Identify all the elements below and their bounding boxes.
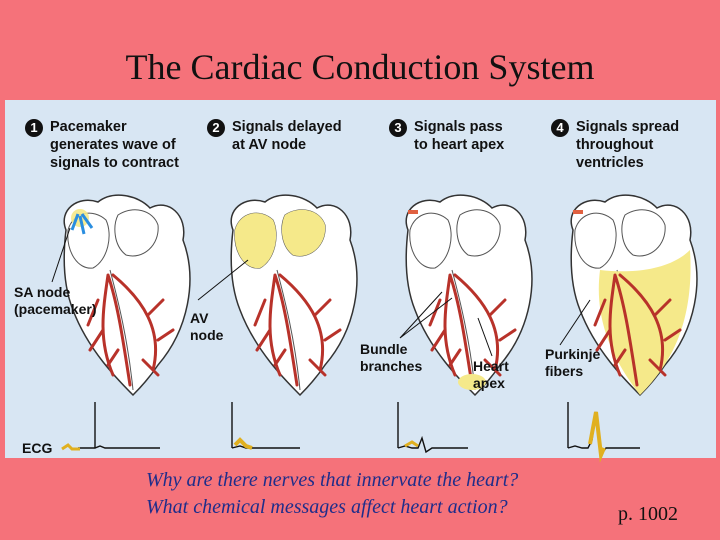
label-av-node: AV node	[190, 310, 224, 343]
heart-step-1	[63, 194, 191, 396]
ecg-traces	[78, 402, 640, 457]
step-3-number: 3	[389, 119, 407, 137]
label-sa-node: SA node (pacemaker)	[14, 284, 97, 317]
heart-step-3	[405, 194, 533, 396]
ecg-highlight-1	[61, 443, 80, 451]
step-2-number: 2	[207, 119, 225, 137]
step-1-number: 1	[25, 119, 43, 137]
label-ecg: ECG	[22, 440, 53, 456]
ecg-highlight-3	[404, 440, 419, 448]
step-1-text: Pacemaker generates wave of signals to c…	[50, 119, 179, 171]
step-3-text: Signals pass to heart apex	[414, 119, 505, 153]
ecg-highlight-4	[588, 411, 606, 463]
page-reference: p. 1002	[618, 503, 678, 525]
label-purkinje-fibers: Purkinje fibers	[545, 346, 601, 379]
question-1: Why are there nerves that innervate the …	[146, 469, 519, 491]
step-4-number: 4	[551, 119, 569, 137]
leader-lines	[51, 227, 591, 357]
label-heart-apex: Heart apex	[473, 358, 509, 391]
step-2-text: Signals delayed at AV node	[232, 119, 342, 153]
heart-step-2	[230, 194, 358, 396]
heart-step-4	[570, 194, 698, 396]
label-bundle-branches: Bundle branches	[360, 341, 423, 374]
ecg-highlight-2	[233, 437, 253, 450]
step-4-text: Signals spread throughout ventricles	[576, 119, 680, 171]
question-2: What chemical messages affect heart acti…	[146, 496, 508, 518]
slide-title: The Cardiac Conduction System	[125, 47, 595, 87]
